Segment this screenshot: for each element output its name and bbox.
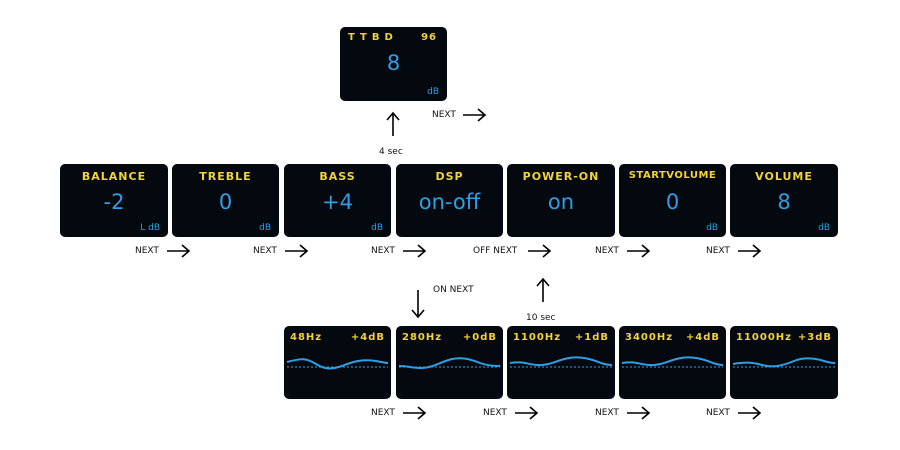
next-label: NEXT xyxy=(595,408,619,418)
eq-frequency: 48Hz xyxy=(290,332,323,343)
panel-title: POWER-ON xyxy=(522,170,600,183)
panel-power-on: POWER-ON on xyxy=(507,164,615,237)
eq-panel-4: 3400Hz +4dB xyxy=(619,326,726,399)
ttbd-next-label: NEXT xyxy=(432,110,456,120)
panel-title: BALANCE xyxy=(81,170,147,183)
panel-unit: dB xyxy=(371,223,383,233)
panel-startvolume: STARTVOLUME 0 dB xyxy=(619,164,726,237)
ten-sec-label: 10 sec xyxy=(526,313,556,323)
panel-title: DSP xyxy=(435,170,464,183)
eq-panel-3: 1100Hz +1dB xyxy=(507,326,615,399)
right-arrow-icon xyxy=(403,244,427,258)
down-arrow-icon xyxy=(411,290,425,319)
eq-curve xyxy=(509,356,613,368)
next-label: NEXT xyxy=(253,246,277,256)
eq-gain: +0dB xyxy=(462,332,497,343)
panel-title: BASS xyxy=(319,170,356,183)
eq-gain: +4dB xyxy=(685,332,720,343)
panel-unit: L dB xyxy=(140,223,160,233)
right-arrow-icon xyxy=(738,406,762,420)
right-arrow-icon xyxy=(627,244,651,258)
next-label: NEXT xyxy=(706,246,730,256)
right-arrow-icon xyxy=(167,244,191,258)
up-arrow-icon xyxy=(536,277,550,302)
panel-value: 8 xyxy=(777,190,791,214)
eq-panel-1: 48Hz +4dB xyxy=(284,326,391,399)
eq-panel-2: 280Hz +0dB xyxy=(396,326,503,399)
right-arrow-icon xyxy=(463,108,487,122)
panel-unit: dB xyxy=(818,223,830,233)
eq-frequency: 280Hz xyxy=(402,332,443,343)
right-arrow-icon xyxy=(627,406,651,420)
panel-unit: dB xyxy=(706,223,718,233)
eq-curve xyxy=(732,357,836,368)
on-next-label: ON NEXT xyxy=(433,285,474,295)
ttbd-panel: TTBD 96 8 dB xyxy=(340,27,447,101)
up-arrow-icon xyxy=(386,111,400,136)
ttbd-label: TTBD xyxy=(348,32,398,43)
panel-value: +4 xyxy=(322,190,353,214)
eq-gain: +3dB xyxy=(797,332,832,343)
eq-curve xyxy=(621,356,724,368)
panel-value: -2 xyxy=(103,190,125,214)
ttbd-unit: dB xyxy=(427,87,439,97)
right-arrow-icon xyxy=(528,244,552,258)
panel-title: VOLUME xyxy=(755,170,813,183)
panel-bass: BASS +4 dB xyxy=(284,164,391,237)
eq-frequency: 1100Hz xyxy=(513,332,562,343)
right-arrow-icon xyxy=(285,244,309,258)
next-label: NEXT xyxy=(706,408,730,418)
four-sec-label: 4 sec xyxy=(379,147,403,157)
ttbd-rate: 96 xyxy=(421,32,437,43)
panel-value: on xyxy=(547,190,575,214)
eq-frequency: 11000Hz xyxy=(736,332,792,343)
panel-title: TREBLE xyxy=(199,170,252,183)
panel-value: 0 xyxy=(665,190,680,214)
panel-treble: TREBLE 0 dB xyxy=(172,164,279,237)
ttbd-value: 8 xyxy=(386,51,401,75)
eq-curve xyxy=(398,357,501,370)
next-label: NEXT xyxy=(595,246,619,256)
panel-balance: BALANCE -2 L dB xyxy=(60,164,168,237)
next-label: NEXT xyxy=(371,246,395,256)
eq-panel-5: 11000Hz +3dB xyxy=(730,326,838,399)
eq-gain: +1dB xyxy=(574,332,609,343)
right-arrow-icon xyxy=(738,244,762,258)
panel-value: on-off xyxy=(418,190,481,214)
panel-value: 0 xyxy=(218,190,233,214)
panel-title: STARTVOLUME xyxy=(628,170,717,181)
panel-volume: VOLUME 8 dB xyxy=(730,164,838,237)
eq-frequency: 3400Hz xyxy=(625,332,674,343)
off-next-label: OFF NEXT xyxy=(473,246,518,256)
eq-curve xyxy=(286,358,389,370)
next-label: NEXT xyxy=(135,246,159,256)
next-label: NEXT xyxy=(483,408,507,418)
eq-gain: +4dB xyxy=(350,332,385,343)
right-arrow-icon xyxy=(515,406,539,420)
next-label: NEXT xyxy=(371,408,395,418)
panel-unit: dB xyxy=(259,223,271,233)
right-arrow-icon xyxy=(403,406,427,420)
panel-dsp: DSP on-off xyxy=(396,164,503,237)
